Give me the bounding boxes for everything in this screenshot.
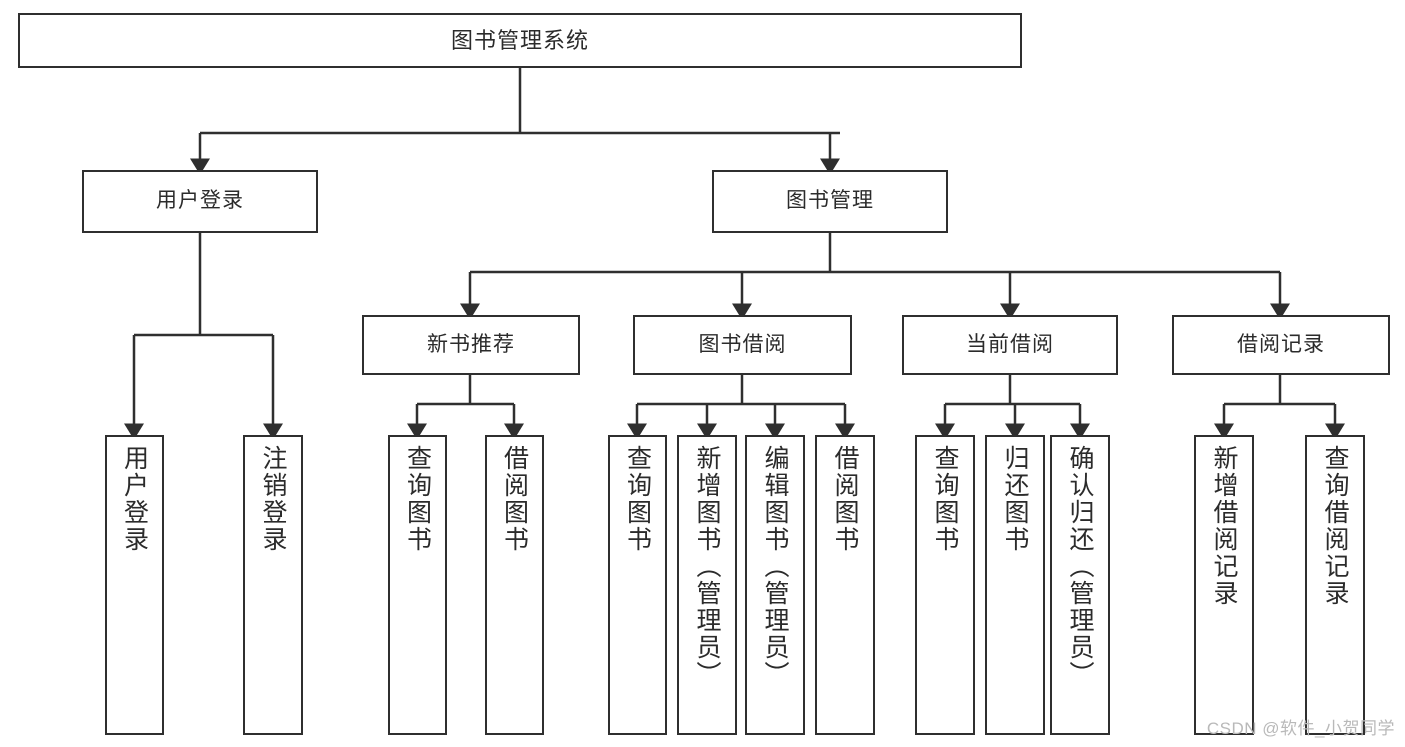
node-label: 编辑图书（管理员） — [761, 445, 789, 688]
node-borrowing-record[interactable]: 借阅记录 — [1172, 315, 1390, 375]
node-label: 新增借阅记录 — [1210, 445, 1238, 607]
leaf-current-return-books[interactable]: 归还图书 — [985, 435, 1045, 735]
node-label: 图书借阅 — [698, 332, 787, 356]
node-label: 查询图书 — [931, 445, 959, 553]
leaf-user-login-login[interactable]: 用户登录 — [105, 435, 164, 735]
leaf-new-book-query-books[interactable]: 查询图书 — [388, 435, 447, 735]
node-label: 查询借阅记录 — [1321, 445, 1349, 607]
node-label: 新增图书（管理员） — [693, 445, 721, 688]
node-label: 借阅图书 — [831, 445, 859, 553]
node-new-book-recommendation[interactable]: 新书推荐 — [362, 315, 580, 375]
leaf-new-book-borrow-books[interactable]: 借阅图书 — [485, 435, 544, 735]
node-user-login[interactable]: 用户登录 — [82, 170, 318, 233]
node-label: 查询图书 — [403, 445, 432, 553]
leaf-borrow-edit-book-admin[interactable]: 编辑图书（管理员） — [745, 435, 805, 735]
node-current-borrowing[interactable]: 当前借阅 — [902, 315, 1118, 375]
node-label: 图书管理系统 — [450, 27, 589, 53]
node-label: 归还图书 — [1001, 445, 1029, 553]
node-label: 新书推荐 — [427, 332, 515, 356]
leaf-borrow-borrow-books[interactable]: 借阅图书 — [815, 435, 875, 735]
watermark: CSDN @软件_小贺同学 — [1206, 719, 1395, 738]
node-label: 图书管理 — [786, 189, 874, 213]
node-label: 确认归还（管理员） — [1066, 445, 1094, 688]
node-root-book-management-system[interactable]: 图书管理系统 — [18, 13, 1022, 68]
node-label: 注销登录 — [259, 445, 287, 553]
leaf-record-query-borrow-record[interactable]: 查询借阅记录 — [1305, 435, 1365, 735]
node-label: 查询图书 — [623, 445, 652, 553]
node-label: 借阅图书 — [500, 445, 529, 553]
node-label: 借阅记录 — [1237, 332, 1325, 356]
leaf-current-confirm-return-admin[interactable]: 确认归还（管理员） — [1050, 435, 1110, 735]
leaf-borrow-query-books[interactable]: 查询图书 — [608, 435, 667, 735]
node-label: 用户登录 — [120, 445, 149, 553]
node-label: 用户登录 — [156, 189, 244, 213]
leaf-record-add-borrow-record[interactable]: 新增借阅记录 — [1194, 435, 1254, 735]
leaf-user-login-logout[interactable]: 注销登录 — [243, 435, 303, 735]
leaf-current-query-books[interactable]: 查询图书 — [915, 435, 975, 735]
node-book-management[interactable]: 图书管理 — [712, 170, 948, 233]
node-book-borrowing[interactable]: 图书借阅 — [633, 315, 852, 375]
leaf-borrow-add-book-admin[interactable]: 新增图书（管理员） — [677, 435, 737, 735]
node-label: 当前借阅 — [966, 332, 1054, 356]
